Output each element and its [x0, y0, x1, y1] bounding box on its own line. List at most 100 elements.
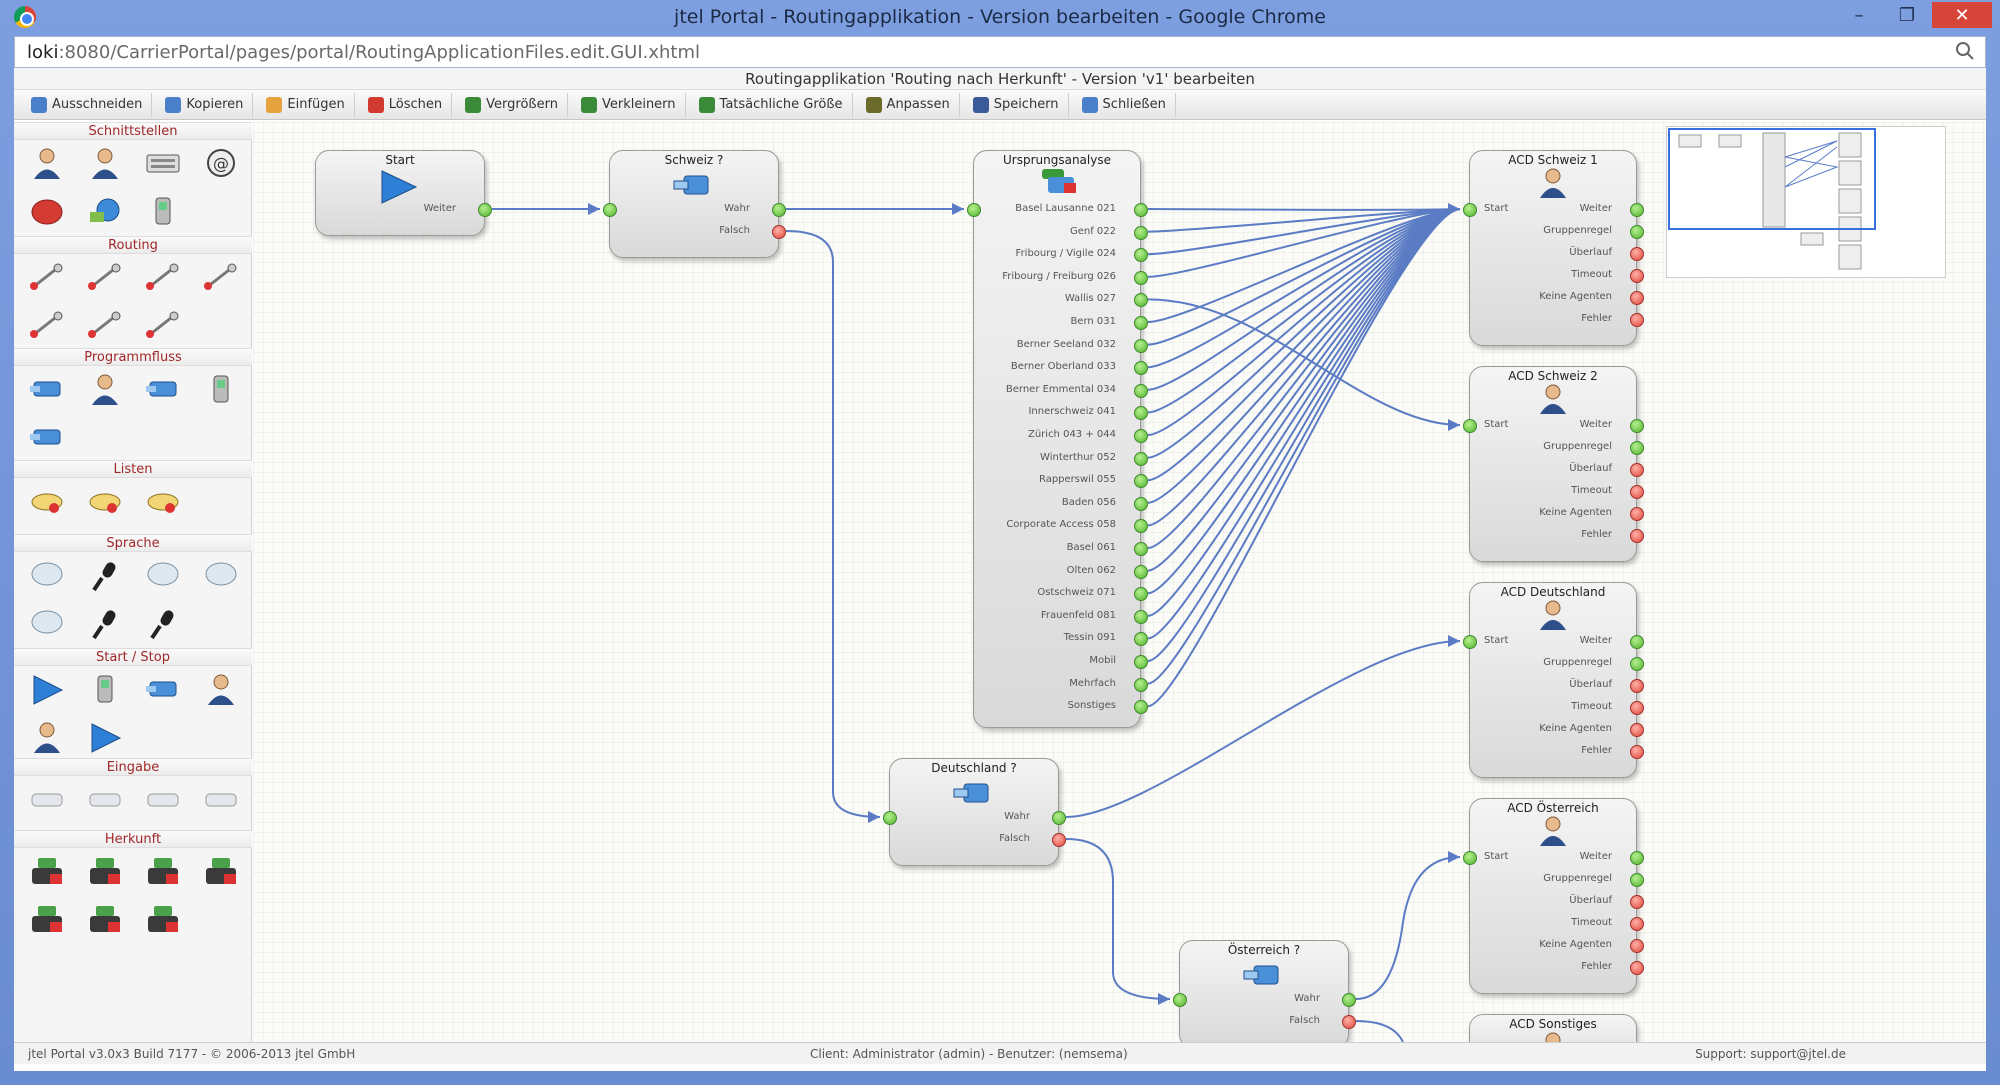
toolbar-button-8[interactable]: Speichern: [964, 92, 1069, 117]
agent-icon[interactable]: [202, 672, 240, 706]
flow-icon[interactable]: [144, 372, 182, 406]
route-icon[interactable]: [86, 260, 124, 294]
oesterreich-true-port[interactable]: [1342, 993, 1356, 1007]
toolbar-button-7[interactable]: Anpassen: [857, 92, 960, 117]
agent-icon[interactable]: [28, 720, 66, 754]
origin-icon[interactable]: [202, 854, 240, 888]
list-icon[interactable]: [144, 484, 182, 518]
speech-icon[interactable]: [28, 606, 66, 640]
ursprung-out-port[interactable]: [1134, 587, 1148, 602]
phone-icon[interactable]: [86, 672, 124, 706]
acd-out-port[interactable]: [1630, 225, 1644, 239]
acd-out-port[interactable]: [1630, 203, 1644, 217]
ursprung-out-port[interactable]: [1134, 700, 1148, 715]
deutschland-false-port[interactable]: [1052, 833, 1066, 847]
toolbar-button-9[interactable]: Schließen: [1073, 92, 1176, 117]
play-icon[interactable]: [28, 672, 66, 706]
phone-icon[interactable]: [144, 194, 182, 228]
ursprung-out-port[interactable]: [1134, 248, 1148, 263]
acd-in-port[interactable]: [1463, 851, 1477, 865]
ursprung-out-port[interactable]: [1134, 338, 1148, 353]
acd-out-port[interactable]: [1630, 291, 1644, 305]
ursprung-out-port[interactable]: [1134, 293, 1148, 308]
list-icon[interactable]: [86, 484, 124, 518]
ursprung-out-port[interactable]: [1134, 451, 1148, 466]
list-icon[interactable]: [28, 484, 66, 518]
acd-out-port[interactable]: [1630, 313, 1644, 327]
acd-out-port[interactable]: [1630, 745, 1644, 759]
phone-icon[interactable]: [202, 372, 240, 406]
toolbar-button-6[interactable]: Tatsächliche Größe: [690, 92, 853, 117]
toolbar-button-3[interactable]: Löschen: [359, 92, 453, 117]
keyboard-icon[interactable]: [144, 146, 182, 180]
acd-out-port[interactable]: [1630, 419, 1644, 433]
acd-out-port[interactable]: [1630, 679, 1644, 693]
ursprung-out-port[interactable]: [1134, 406, 1148, 421]
ursprung-out-port[interactable]: [1134, 383, 1148, 398]
ursprung-out-port[interactable]: [1134, 225, 1148, 240]
acd-out-port[interactable]: [1630, 269, 1644, 283]
origin-icon[interactable]: [144, 902, 182, 936]
speech-icon[interactable]: [28, 558, 66, 592]
keypad-icon[interactable]: [28, 782, 66, 816]
minimize-button[interactable]: –: [1854, 4, 1864, 26]
acd-in-port[interactable]: [1463, 203, 1477, 217]
ursprung-out-port[interactable]: [1134, 609, 1148, 624]
toolbar-button-4[interactable]: Vergrößern: [456, 92, 568, 117]
acd-out-port[interactable]: [1630, 939, 1644, 953]
origin-icon[interactable]: [28, 902, 66, 936]
restore-button[interactable]: ❐: [1898, 4, 1916, 26]
ursprung-in-port[interactable]: [967, 203, 981, 217]
acd-out-port[interactable]: [1630, 463, 1644, 477]
acd-out-port[interactable]: [1630, 657, 1644, 671]
acd-out-port[interactable]: [1630, 895, 1644, 909]
ursprung-out-port[interactable]: [1134, 361, 1148, 376]
schweiz-in-port[interactable]: [603, 203, 617, 217]
acd-in-port[interactable]: [1463, 419, 1477, 433]
globe-icon[interactable]: [86, 194, 124, 228]
toolbar-button-2[interactable]: Einfügen: [257, 92, 355, 117]
acd-out-port[interactable]: [1630, 441, 1644, 455]
ursprung-out-port[interactable]: [1134, 632, 1148, 647]
keypad-icon[interactable]: [86, 782, 124, 816]
acd-out-port[interactable]: [1630, 961, 1644, 975]
mic-icon[interactable]: [144, 606, 182, 640]
agent-icon[interactable]: [86, 146, 124, 180]
ursprung-out-port[interactable]: [1134, 203, 1148, 217]
acd-out-port[interactable]: [1630, 873, 1644, 887]
acd-out-port[interactable]: [1630, 723, 1644, 737]
acd-in-port[interactable]: [1463, 635, 1477, 649]
ursprung-out-port[interactable]: [1134, 542, 1148, 556]
schweiz-true-port[interactable]: [772, 203, 786, 217]
toolbar-button-1[interactable]: Kopieren: [156, 92, 254, 117]
schweiz-false-port[interactable]: [772, 225, 786, 239]
at-icon[interactable]: @: [202, 146, 240, 180]
overview-minimap[interactable]: [1666, 126, 1946, 278]
origin-icon[interactable]: [86, 902, 124, 936]
search-icon[interactable]: [1955, 41, 1975, 61]
flow-icon[interactable]: [144, 672, 182, 706]
flow-icon[interactable]: [28, 420, 66, 454]
acd-out-port[interactable]: [1630, 485, 1644, 499]
origin-icon[interactable]: [86, 854, 124, 888]
toolbar-button-5[interactable]: Verkleinern: [572, 92, 686, 117]
agent-icon[interactable]: [28, 146, 66, 180]
flow-icon[interactable]: [28, 372, 66, 406]
speech-icon[interactable]: [202, 558, 240, 592]
acd-out-port[interactable]: [1630, 247, 1644, 261]
acd-node-5[interactable]: ACD SonstigesStart: [1469, 1014, 1637, 1042]
origin-icon[interactable]: [144, 854, 182, 888]
keypad-icon[interactable]: [144, 782, 182, 816]
acd-out-port[interactable]: [1630, 917, 1644, 931]
deutschland-true-port[interactable]: [1052, 811, 1066, 825]
agent-icon[interactable]: [86, 372, 124, 406]
stop-icon[interactable]: [28, 194, 66, 228]
acd-out-port[interactable]: [1630, 635, 1644, 649]
start-out-port[interactable]: [478, 203, 492, 217]
route-icon[interactable]: [202, 260, 240, 294]
